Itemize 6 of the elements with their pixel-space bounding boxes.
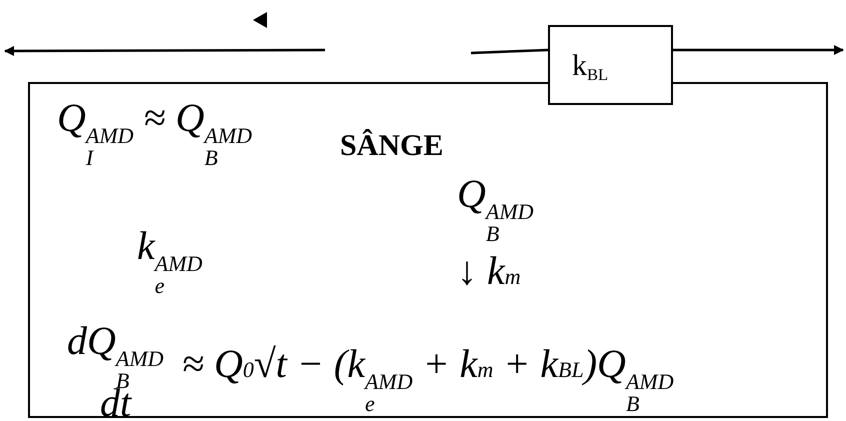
rate-constant-label: k$_{BL}$ [572,49,608,84]
connector-line [470,48,548,54]
arrow [673,45,844,55]
compartment-title: SÂNGE [340,129,444,162]
rate-constant-box [548,25,673,105]
compartment-box [28,82,828,418]
